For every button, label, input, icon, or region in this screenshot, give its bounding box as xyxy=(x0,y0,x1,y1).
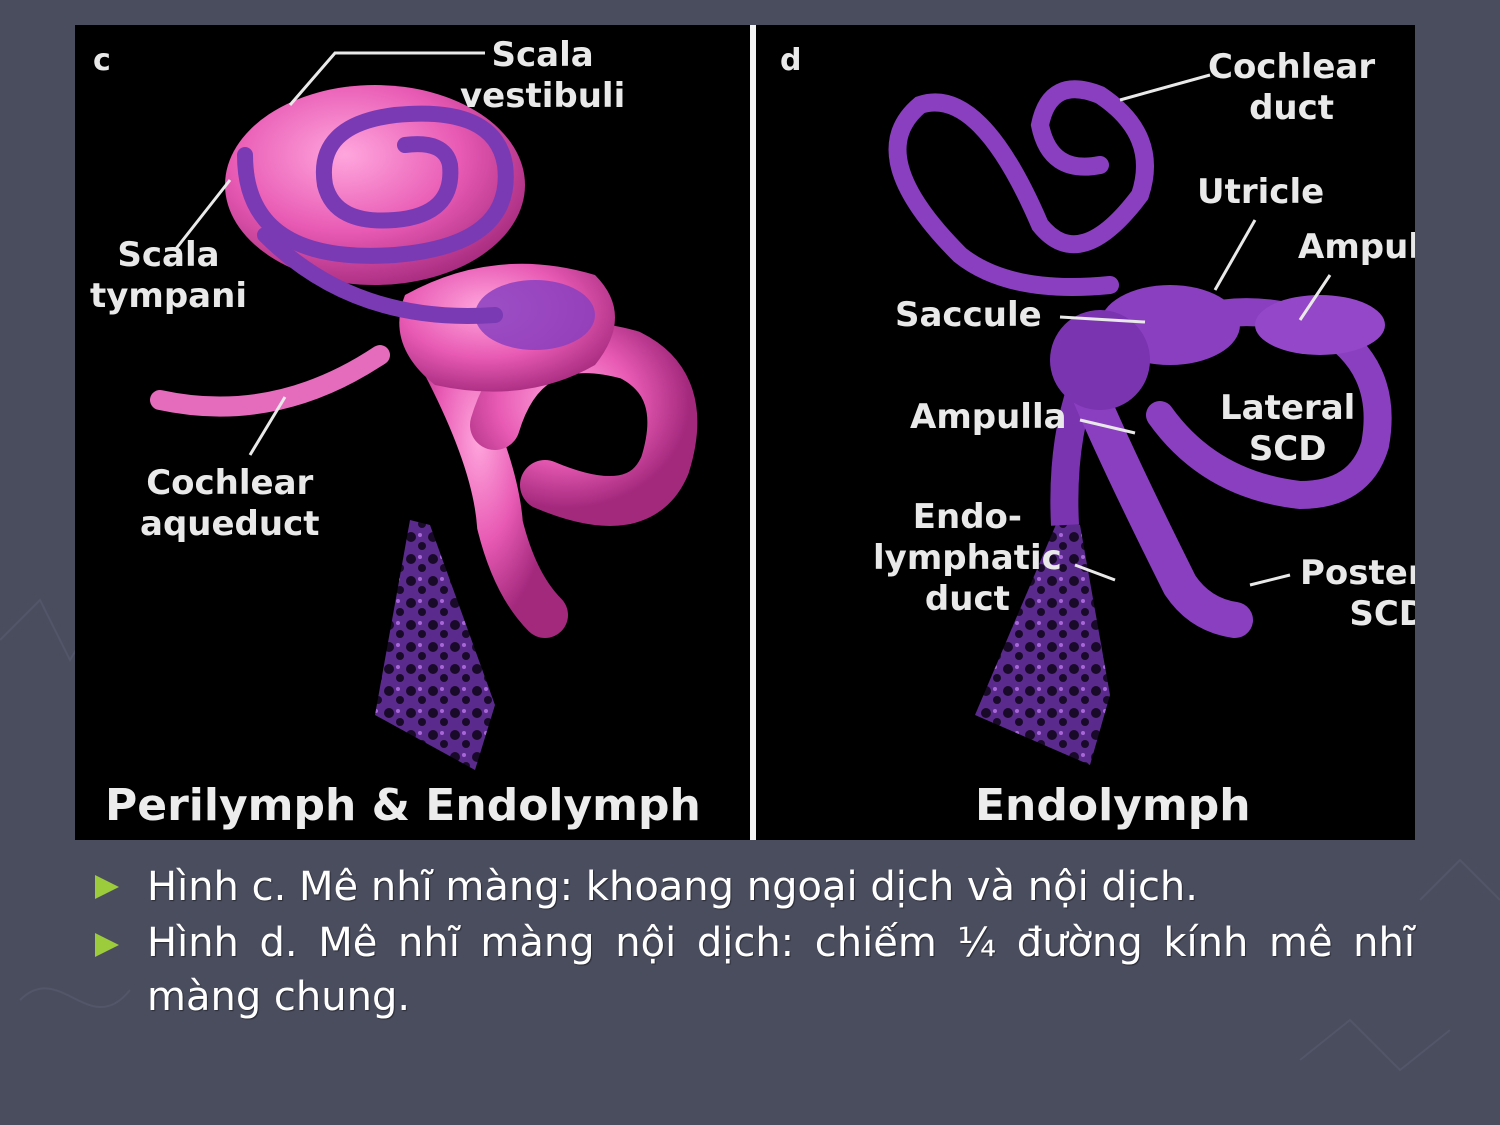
label-line: Cochlear xyxy=(1208,47,1376,87)
bullet-text: Hình c. Mê nhĩ màng: khoang ngoại dịch v… xyxy=(147,864,1198,910)
bullet-item: Hình d. Mê nhĩ màng nội dịch: chiếm ¼ đư… xyxy=(95,916,1415,1024)
endolymphatic-sac-shape xyxy=(975,515,1110,765)
label-posterior-scd: Posterior SCD xyxy=(1300,553,1415,635)
label-line: SCD xyxy=(1349,594,1415,634)
cochlear-duct-shape xyxy=(888,80,1154,296)
inner-ear-figure: c Scala vestibuli Scala tympani Cochlear… xyxy=(75,25,1415,840)
label-ampulla-left: Ampulla xyxy=(910,397,1067,437)
bullet-arrow-icon xyxy=(95,875,119,899)
label-saccule: Saccule xyxy=(895,295,1042,335)
cochlear-aqueduct-shape xyxy=(150,345,390,417)
panel-c-letter: c xyxy=(93,43,111,78)
ampulla-shape xyxy=(1255,295,1385,355)
label-cochlear-duct: Cochlear duct xyxy=(1208,47,1375,129)
bullet-text: Hình d. Mê nhĩ màng nội dịch: chiếm ¼ đư… xyxy=(147,920,1415,1020)
saccule-shape xyxy=(1050,310,1150,410)
label-cochlear-aqueduct: Cochlear aqueduct xyxy=(140,463,320,545)
label-line: tympani xyxy=(90,276,247,316)
label-endolymphatic-duct: Endo- lymphatic duct xyxy=(873,497,1062,620)
bullet-item: Hình c. Mê nhĩ màng: khoang ngoại dịch v… xyxy=(95,858,1415,916)
panel-divider xyxy=(745,25,760,840)
label-line: aqueduct xyxy=(140,504,320,544)
panel-c-caption: Perilymph & Endolymph xyxy=(105,780,701,831)
label-line: SCD xyxy=(1248,429,1327,469)
label-scala-vestibuli: Scala vestibuli xyxy=(460,35,625,117)
panel-d-letter: d xyxy=(780,43,802,78)
label-line: duct xyxy=(1249,88,1335,128)
label-utricle: Utricle xyxy=(1197,172,1325,212)
label-lateral-scd: Lateral SCD xyxy=(1220,388,1355,470)
label-scala-tympani: Scala tympani xyxy=(90,235,247,317)
label-line: Endo- xyxy=(912,497,1023,537)
label-line: Scala xyxy=(117,235,220,275)
label-line: Scala xyxy=(491,35,594,75)
label-ampulla-top: Ampulla xyxy=(1298,227,1415,267)
label-line: duct xyxy=(924,579,1010,619)
posterior-scd-shape xyxy=(1072,377,1253,638)
cochlea-shape xyxy=(225,85,525,285)
label-line: Posterior xyxy=(1300,553,1415,593)
panel-c: c Scala vestibuli Scala tympani Cochlear… xyxy=(75,25,745,840)
endolymph-illustration xyxy=(888,73,1392,765)
panel-d-caption: Endolymph xyxy=(975,780,1251,831)
label-line: Cochlear xyxy=(146,463,314,503)
label-line: Lateral xyxy=(1220,388,1356,428)
endolymph-spiral-shape xyxy=(237,105,514,264)
bullet-arrow-icon xyxy=(95,933,119,957)
bullet-list: Hình c. Mê nhĩ màng: khoang ngoại dịch v… xyxy=(95,858,1415,1024)
panel-d: d Cochlear duct Utricle Ampulla Saccule … xyxy=(760,25,1415,840)
label-line: vestibuli xyxy=(460,76,626,116)
endolymphatic-sac-shape xyxy=(375,520,495,770)
perilymph-endolymph-illustration xyxy=(150,51,698,770)
lateral-scd-shape xyxy=(1146,298,1392,510)
label-line: lymphatic xyxy=(873,538,1062,578)
